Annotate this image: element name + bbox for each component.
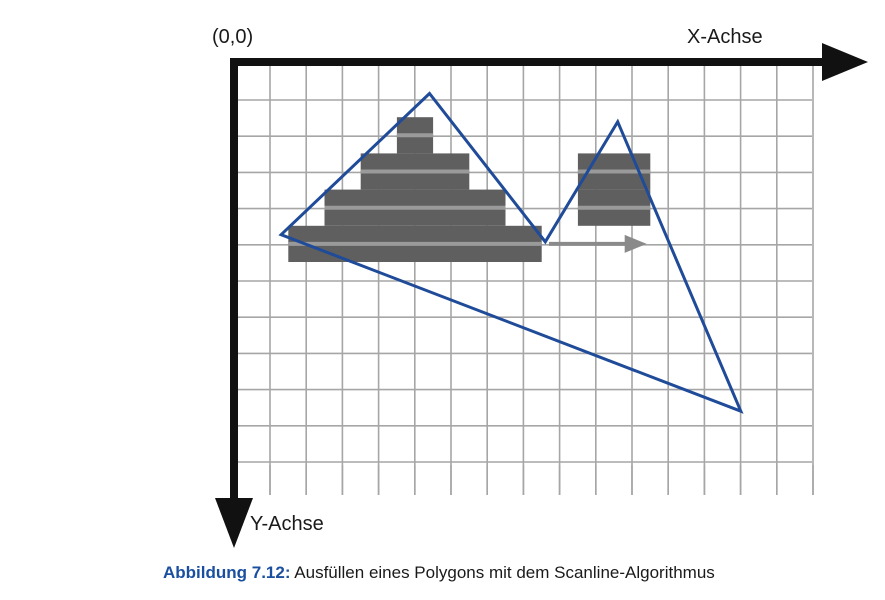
polygon-edge: [278, 91, 744, 414]
scanlines: [288, 133, 651, 246]
caption-number: Abbildung 7.12:: [163, 563, 291, 582]
axes: [215, 43, 868, 548]
figure-caption: Abbildung 7.12: Ausfüllen eines Polygons…: [163, 563, 715, 583]
scan-arrow-head: [624, 234, 647, 253]
scan-direction-arrow: [548, 234, 647, 253]
y-axis-arrowhead: [215, 498, 253, 548]
origin-label: (0,0): [212, 26, 254, 48]
y-axis-label: Y-Achse: [250, 513, 324, 535]
scanline-diagram: [215, 43, 868, 548]
caption-text: Ausfüllen eines Polygons mit dem Scanlin…: [290, 563, 715, 582]
polygon-outline: [278, 91, 744, 414]
x-axis-arrowhead: [822, 43, 868, 81]
pixel-grid: [234, 62, 814, 495]
x-axis-label: X-Achse: [687, 26, 763, 48]
